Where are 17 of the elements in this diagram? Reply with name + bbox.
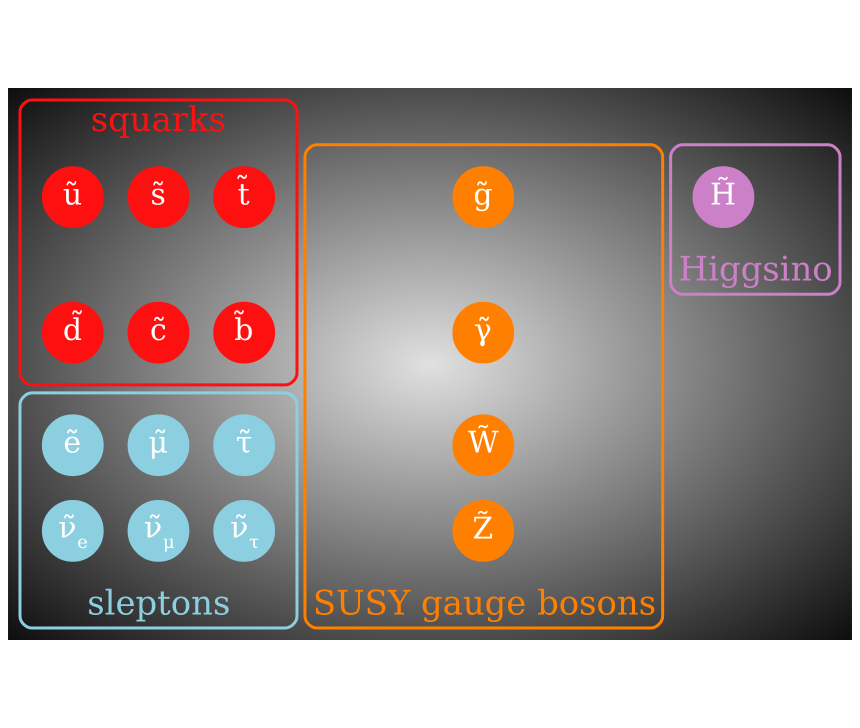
node-circle: ũ xyxy=(42,166,104,228)
node-circle: H̃ xyxy=(692,166,754,228)
node-circle: ν̃$_{τ}$ xyxy=(213,500,276,562)
node-circle: γ̃ xyxy=(452,302,514,364)
node-circle: ν̃$_{e}$ xyxy=(42,500,104,562)
node-circle: W̃ xyxy=(452,414,514,476)
node-circle: d̃ xyxy=(42,302,104,364)
node-circle: g̃ xyxy=(452,166,514,228)
node-circle: ẽ xyxy=(42,414,104,476)
node-circle: t̃ xyxy=(213,166,276,228)
node-circle: b̃ xyxy=(213,302,276,364)
node-circle: μ̃ xyxy=(128,414,190,476)
node-circle: τ̃ xyxy=(213,414,276,476)
node-circle: c̃ xyxy=(128,302,190,364)
node-circle: ν̃$_{μ}$ xyxy=(128,500,190,562)
node-circle: Z̃ xyxy=(452,500,514,562)
node-circle: s̃ xyxy=(128,166,190,228)
